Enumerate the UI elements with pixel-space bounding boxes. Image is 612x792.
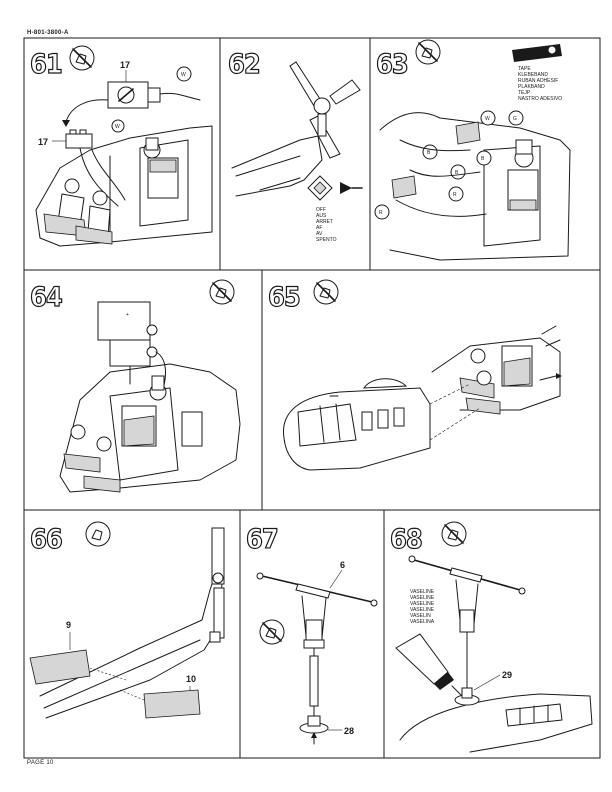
no-glue-icon: [313, 279, 339, 305]
tape-label-list: TAPE KLEBEBAND RUBAN ADHESIF PLAKBAND TE…: [518, 66, 562, 102]
glue-icon: [85, 521, 111, 547]
step-number: 68: [390, 524, 422, 555]
part-callout: 17: [120, 60, 130, 70]
wire-marker: B: [455, 170, 459, 176]
part-callout: 17: [38, 137, 48, 147]
step-67: 67 6 28: [245, 523, 378, 745]
step-65: 65: [267, 279, 562, 471]
tape-label: NASTRO ADESIVO: [518, 96, 562, 102]
no-glue-icon: [441, 521, 467, 547]
step-number: 66: [30, 524, 62, 555]
switch-label: AUS: [316, 213, 327, 219]
step-number: 62: [228, 49, 260, 80]
wire-marker: G: [513, 116, 517, 122]
step-63: 63 TAPE KLEBEBAND RUBAN ADHESIF PLAKBAND…: [374, 39, 571, 261]
tape-label: PLAKBAND: [518, 84, 545, 90]
switch-label: SPENTO: [316, 237, 337, 243]
document-id: H-801-3800-A: [27, 30, 69, 36]
part-callout: 29: [502, 670, 512, 680]
step-62: 62 OFF AUS ARRET AF AV SPENTO: [227, 48, 363, 243]
switch-label: ARRET: [316, 219, 333, 225]
tape-icon: [512, 44, 562, 62]
part-callout: 28: [344, 726, 354, 736]
tape-label: TAPE: [518, 66, 531, 72]
vaseline-label: VASELINE: [410, 607, 435, 613]
vaseline-label: VASELINE: [410, 595, 435, 601]
wire-marker: W: [485, 116, 490, 122]
page-number: PAGE 10: [27, 760, 54, 766]
wire-marker: W: [181, 72, 186, 78]
step-number: 67: [246, 524, 278, 555]
part-callout: 9: [66, 620, 71, 630]
tape-label: TEJP: [518, 90, 531, 96]
svg-text:+: +: [126, 312, 129, 318]
switch-label: OFF: [316, 207, 326, 213]
tape-label: RUBAN ADHESIF: [518, 78, 558, 84]
vaseline-tube-icon: [395, 633, 463, 697]
switch-label: AV: [316, 231, 323, 237]
vaseline-label-list: VASELINE VASELINE VASELINE VASELINE VASE…: [410, 589, 435, 625]
step-66: 66 9 10: [29, 521, 225, 719]
step-number: 61: [30, 49, 62, 80]
wire-marker: R: [453, 192, 457, 198]
vaseline-label: VASELINA: [410, 619, 435, 625]
tape-label: KLEBEBAND: [518, 72, 548, 78]
step-number: 63: [376, 49, 408, 80]
step-61: 61 17 W 17 W: [29, 45, 213, 247]
wire-marker: W: [115, 124, 120, 130]
panel-frame: [23, 37, 601, 759]
wire-marker: B: [481, 156, 485, 162]
switch-label: AF: [316, 225, 322, 231]
step-number: 64: [30, 282, 62, 313]
part-callout: 6: [340, 560, 345, 570]
step-number: 65: [268, 282, 300, 313]
wire-marker: R: [379, 210, 383, 216]
wire-marker: B: [427, 150, 431, 156]
vaseline-label: VASELIN: [410, 613, 431, 619]
part-callout: 10: [186, 674, 196, 684]
switch-label-list: OFF AUS ARRET AF AV SPENTO: [316, 207, 337, 243]
step-64: 64 +: [29, 279, 241, 493]
no-glue-icon: [415, 39, 441, 65]
vaseline-label: VASELINE: [410, 589, 435, 595]
vaseline-label: VASELINE: [410, 601, 435, 607]
no-glue-icon: [259, 619, 285, 645]
no-glue-icon: [69, 45, 95, 71]
step-68: 68 VASELINE VASELINE VASELINE VASELINE V…: [389, 521, 593, 753]
no-glue-icon: [209, 279, 235, 305]
